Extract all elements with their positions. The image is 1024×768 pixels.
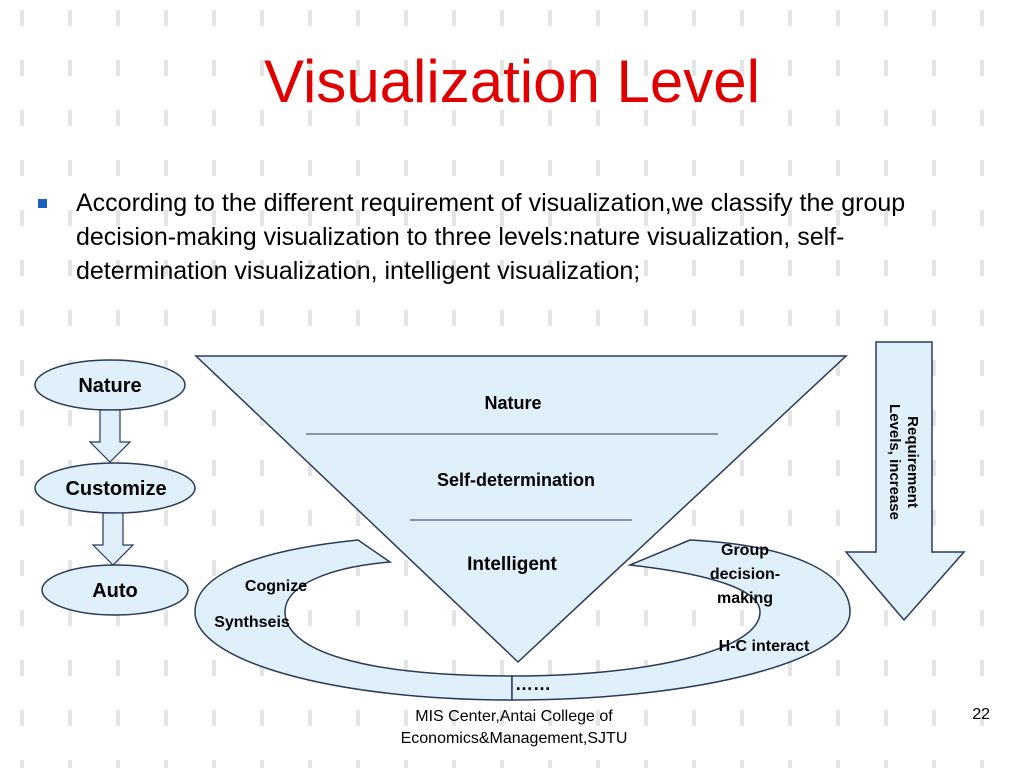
- triangle-level-nature: Nature: [484, 393, 541, 413]
- requirement-label-line2: Levels, increase: [886, 404, 903, 520]
- flow-node-auto: [41, 564, 189, 616]
- triangle-level-intelligent: Intelligent: [467, 554, 557, 575]
- page-number: 22: [972, 706, 990, 723]
- cycle-ring: [194, 539, 851, 701]
- cycle-label-synthseis: Synthseis: [214, 614, 290, 631]
- triangle-level-self-determination: Self-determination: [437, 470, 595, 490]
- cycle-label-decision: decision-: [710, 566, 780, 583]
- slide-title: Visualization Level: [264, 48, 760, 115]
- cycle-arrow-right: [511, 539, 851, 701]
- flow-label-nature: Nature: [78, 375, 141, 397]
- footer-line-1: MIS Center,Antai College of: [415, 708, 613, 725]
- flow-label-customize: Customize: [65, 478, 166, 500]
- cycle-label-hc-interact: H-C interact: [719, 638, 810, 655]
- bullet-text: According to the different requirement o…: [76, 189, 906, 285]
- flow-arrow-1: [88, 409, 132, 463]
- footer-line-2: Economics&Management,SJTU: [400, 730, 628, 747]
- cycle-label-cognize: Cognize: [245, 578, 307, 595]
- cycle-label-group: Group: [721, 542, 769, 559]
- requirement-arrow: [844, 341, 966, 622]
- footer: MIS Center,Antai College of Economics&Ma…: [344, 706, 684, 750]
- cycle-label-ellipsis: ……: [515, 674, 551, 694]
- inverted-triangle: [194, 355, 848, 664]
- bullet-icon: [38, 196, 50, 208]
- flow-label-auto: Auto: [92, 580, 138, 602]
- requirement-label-line1: Requirement: [904, 416, 921, 508]
- cycle-label-making: making: [717, 590, 773, 607]
- left-flow: Nature Customize Auto: [34, 359, 196, 616]
- cycle-arrow-left: [194, 539, 513, 701]
- flow-arrow-2: [91, 512, 135, 566]
